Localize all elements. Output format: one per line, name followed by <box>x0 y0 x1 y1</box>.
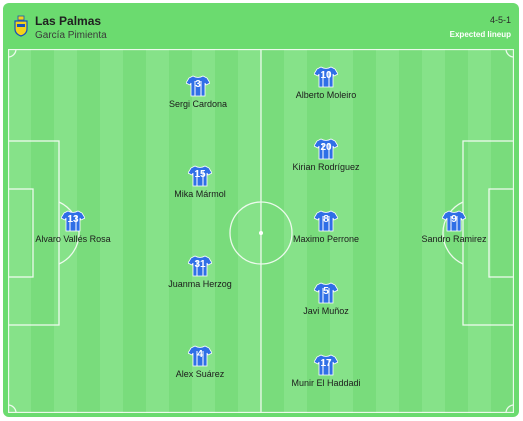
player-munir-el-haddadi[interactable]: 17 Munir El Haddadi <box>256 354 396 388</box>
player-mika-marmol[interactable]: 15 Mika Mármol <box>130 165 270 199</box>
pitch-stripe <box>215 49 239 413</box>
shirt-number: 3 <box>195 79 201 90</box>
pitch-stripe <box>468 49 492 413</box>
player-juanma-herzog[interactable]: 31 Juanma Herzog <box>130 255 270 289</box>
player-alberto-moleiro[interactable]: 10 Alberto Moleiro <box>256 66 396 100</box>
pitch-stripe <box>123 49 147 413</box>
shirt-number: 8 <box>323 214 329 225</box>
player-name: Juanma Herzog <box>168 279 232 289</box>
lineup-header: Las Palmas García Pimienta 4-5-1 Expecte… <box>3 3 519 49</box>
player-name: Sergi Cardona <box>168 99 228 109</box>
pitch-markings <box>8 49 514 413</box>
pitch-stripe <box>284 49 308 413</box>
pitch-stripe <box>238 49 262 413</box>
shirt-number: 31 <box>194 259 206 270</box>
pitch-stripe <box>491 49 514 413</box>
player-name: Sandro Ramirez <box>421 234 487 244</box>
team-crest-icon <box>14 15 28 37</box>
shirt-number: 10 <box>320 70 332 81</box>
player-javi-munoz[interactable]: 5 Javi Muñoz <box>256 282 396 316</box>
pitch-stripe <box>169 49 193 413</box>
shirt-number: 17 <box>320 358 332 369</box>
player-name: Alberto Moleiro <box>295 90 357 100</box>
player-alex-suarez[interactable]: 4 Alex Suárez <box>130 345 270 379</box>
shirt-number: 9 <box>451 214 457 225</box>
pitch-stripe <box>376 49 400 413</box>
shirt-icon: 13 <box>61 210 85 232</box>
pitch-stripe <box>146 49 170 413</box>
player-name: Munir El Haddadi <box>291 378 361 388</box>
shirt-number: 5 <box>323 286 329 297</box>
pitch: 3 Sergi Cardona 10 Alberto Moleiro 20 Ki… <box>8 49 514 413</box>
pitch-stripe <box>422 49 446 413</box>
coach-name: García Pimienta <box>35 30 107 41</box>
pitch-stripe <box>330 49 354 413</box>
pitch-stripe <box>31 49 55 413</box>
shirt-icon: 3 <box>186 75 210 97</box>
pitch-stripe <box>77 49 101 413</box>
player-sandro-ramirez[interactable]: 9 Sandro Ramirez <box>384 210 514 244</box>
pitch-stripe <box>192 49 216 413</box>
formation-label: 4-5-1 <box>489 15 511 25</box>
lineup-type-label: Expected lineup <box>449 30 511 39</box>
player-name: Alex Suárez <box>175 369 225 379</box>
shirt-icon: 10 <box>314 66 338 88</box>
shirt-number: 15 <box>194 169 206 180</box>
shirt-number: 13 <box>67 214 79 225</box>
player-kirian-rodriguez[interactable]: 20 Kirian Rodríguez <box>256 138 396 172</box>
shirt-icon: 20 <box>314 138 338 160</box>
team-name[interactable]: Las Palmas <box>35 14 102 28</box>
pitch-stripe <box>100 49 124 413</box>
shirt-icon: 9 <box>442 210 466 232</box>
shirt-icon: 17 <box>314 354 338 376</box>
player-name: Mika Mármol <box>174 189 226 199</box>
player-name: Kirian Rodríguez <box>292 162 360 172</box>
shirt-number: 4 <box>197 349 203 360</box>
shirt-number: 20 <box>320 142 332 153</box>
lineup-card: Las Palmas García Pimienta 4-5-1 Expecte… <box>3 3 519 417</box>
player-maximo-perrone[interactable]: 8 Maximo Perrone <box>256 210 396 244</box>
player-name: Maximo Perrone <box>292 234 360 244</box>
shirt-icon: 4 <box>188 345 212 367</box>
shirt-icon: 15 <box>188 165 212 187</box>
player-alvaro-valles-rosa[interactable]: 13 Alvaro Vallés Rosa <box>8 210 143 244</box>
player-sergi-cardona[interactable]: 3 Sergi Cardona <box>128 75 268 109</box>
pitch-stripe <box>261 49 285 413</box>
pitch-stripe <box>353 49 377 413</box>
pitch-stripe <box>8 49 32 413</box>
player-name: Alvaro Vallés Rosa <box>35 234 111 244</box>
shirt-icon: 31 <box>188 255 212 277</box>
pitch-stripe <box>399 49 423 413</box>
shirt-icon: 5 <box>314 282 338 304</box>
player-name: Javi Muñoz <box>303 306 349 316</box>
shirt-icon: 8 <box>314 210 338 232</box>
